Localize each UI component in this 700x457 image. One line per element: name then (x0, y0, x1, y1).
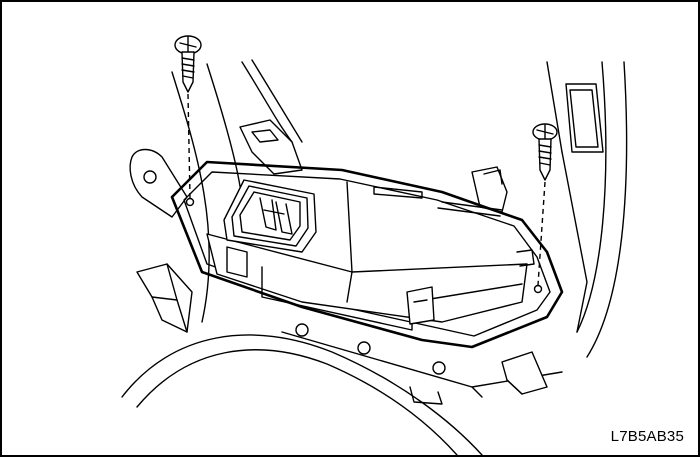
upper-clips (239, 119, 508, 213)
control-module (170, 160, 564, 349)
screw-left (174, 35, 202, 199)
left-mounting-ear (129, 148, 188, 218)
console-trim-panel (121, 59, 628, 455)
connector-socket (223, 179, 317, 253)
figure-code-label: L7B5AB35 (610, 428, 684, 445)
screw-right (532, 123, 558, 286)
